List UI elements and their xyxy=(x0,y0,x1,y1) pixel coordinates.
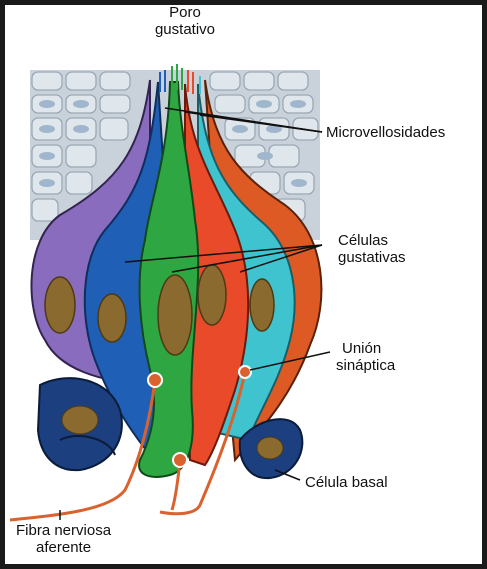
poro-label: Poro gustativo xyxy=(145,4,225,38)
union-label: Unión sináptica xyxy=(336,340,395,374)
basal-cell-left xyxy=(38,378,122,470)
celulas-label: Células gustativas xyxy=(338,232,406,266)
basal-label: Célula basal xyxy=(305,474,388,491)
fibra-label: Fibra nerviosa aferente xyxy=(16,522,111,556)
microvellosidades-label: Microvellosidades xyxy=(326,124,445,141)
